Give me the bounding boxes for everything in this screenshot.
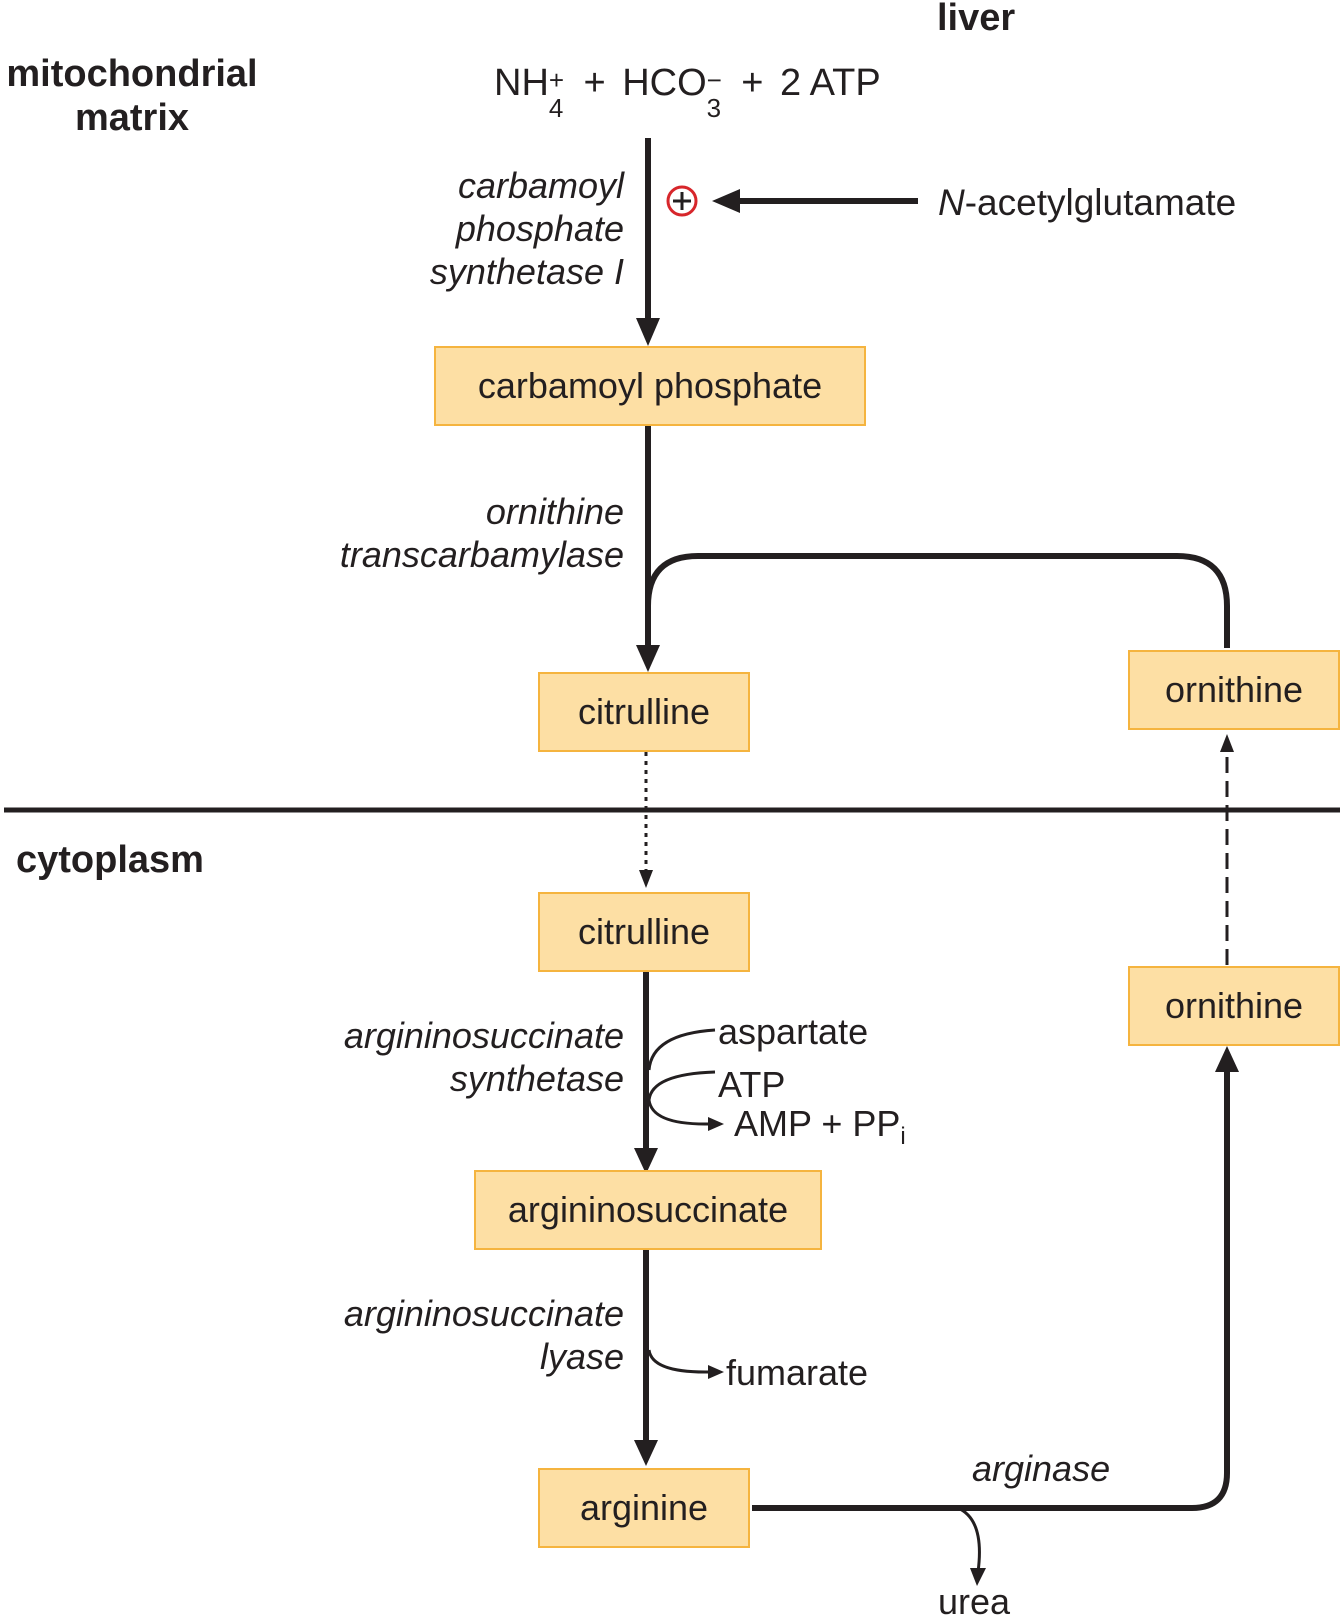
enzyme-carbamoyl-phosphate-synthetase: carbamoyl phosphate synthetase I [429,165,624,292]
arrowhead-amp [708,1117,724,1131]
fumarate-curve [647,1349,712,1374]
arrowhead-urea [970,1568,986,1586]
urea-curve [957,1506,981,1573]
arrowhead-ornithine-transport [1220,734,1234,752]
plus-sign: + [741,62,764,104]
urea-label: urea [938,1581,1011,1622]
arrowhead-carbamoyl-phosphate [636,318,660,346]
arginase-path [752,1070,1230,1511]
arrowhead-argininosuccinate [634,1148,658,1174]
box-citrulline-cytoplasm: citrulline [538,892,750,972]
ammonium-subscript: 4 [548,93,564,123]
arrowhead-ornithine-cyto [1215,1046,1239,1072]
aspartate-curve [647,1028,716,1071]
region-label-line: mitochondrial [6,53,258,95]
region-label-line: matrix [74,97,190,139]
plus-sign: + [583,62,606,104]
enzyme-arginase: arginase [972,1448,1111,1489]
box-ornithine-mitochondria: ornithine [1128,650,1340,730]
bicarbonate: HCO−3 [622,62,722,123]
bicarbonate-subscript: 3 [706,93,722,123]
box-argininosuccinate: argininosuccinate [474,1170,822,1250]
box-ornithine-cytoplasm: ornithine [1128,966,1340,1046]
enzyme-argininosuccinate-lyase: argininosuccinate lyase [343,1293,624,1377]
atp-label: ATP [718,1064,786,1105]
arrowhead-arginine [634,1440,658,1466]
ammonium: NH+4 [494,62,565,123]
reactants-equation: NH+4 + HCO−3 + 2 ATP [494,62,881,123]
region-label-cytoplasm: cytoplasm [16,839,204,881]
region-label-mitochondrial-matrix: mitochondrial matrix [0,52,264,140]
arrowhead-citrulline-transport [639,870,653,888]
n-acetylglutamate-label: N-acetylglutamate [938,182,1237,223]
ammonium-charge: + [548,65,565,95]
amp-ppi-label: AMP + PPi [734,1103,906,1151]
ornithine-loop [645,553,1230,648]
atp-reactant: 2 ATP [780,62,881,104]
enzyme-argininosuccinate-synthetase: argininosuccinate synthetase [343,1015,624,1099]
enzyme-ornithine-transcarbamylase: ornithine transcarbamylase [339,491,624,575]
box-carbamoyl-phosphate: carbamoyl phosphate [434,346,866,426]
arrowhead-fumarate [708,1365,724,1379]
region-label-liver: liver [937,0,1016,39]
amp-curve [647,1099,712,1126]
arrowhead-citrulline [636,645,660,672]
bicarbonate-charge: − [706,65,722,95]
fumarate-label: fumarate [726,1352,869,1393]
atp-curve [647,1070,716,1101]
aspartate-label: aspartate [718,1011,869,1052]
arrowhead-activator [712,189,740,213]
box-arginine: arginine [538,1468,750,1548]
box-citrulline-mitochondria: citrulline [538,672,750,752]
activator-plus-icon [666,185,698,217]
